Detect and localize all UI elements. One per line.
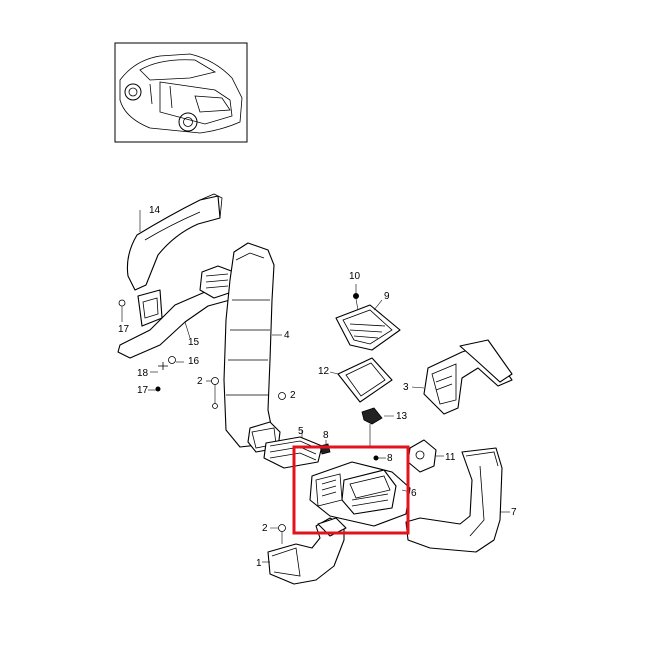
duct-part-15 — [117, 265, 237, 359]
callout-15: 15 — [188, 337, 200, 348]
callout-9: 9 — [384, 291, 390, 302]
callout-2-lower: 2 — [262, 523, 268, 534]
callout-5: 5 — [298, 426, 304, 437]
clip-part-13 — [361, 407, 394, 446]
vent-part-3 — [411, 339, 513, 415]
callout-14: 14 — [149, 205, 161, 216]
callout-1: 1 — [256, 558, 262, 569]
fitting-part-11 — [407, 439, 444, 473]
frame-part-12 — [329, 357, 393, 403]
callout-8-left: 8 — [323, 430, 329, 441]
callout-2-left: 2 — [197, 376, 203, 387]
grille-part-9 — [335, 284, 401, 351]
callout-18: 18 — [137, 368, 149, 379]
control-unit-part-6 — [309, 455, 411, 527]
callout-13: 13 — [396, 411, 408, 422]
highlight-box — [292, 445, 410, 535]
callout-17-upper: 17 — [118, 324, 130, 335]
callout-4: 4 — [284, 330, 290, 341]
fasteners — [118, 299, 286, 544]
callout-6: 6 — [411, 488, 417, 499]
duct-part-7 — [405, 447, 510, 553]
callout-10: 10 — [349, 271, 361, 282]
callout-2-mid: 2 — [290, 390, 296, 401]
duct-part-14 — [126, 193, 223, 291]
callout-labels: 14 17 15 16 18 17 2 4 10 9 12 3 13 2 5 8… — [118, 205, 517, 569]
callout-8-right: 8 — [387, 453, 393, 464]
callout-11: 11 — [445, 452, 456, 463]
vehicle-thumbnail — [114, 42, 248, 143]
callout-16: 16 — [188, 356, 200, 367]
callout-17-lower: 17 — [137, 385, 149, 396]
duct-part-4 — [223, 242, 282, 453]
callout-7: 7 — [511, 507, 517, 518]
callout-3: 3 — [403, 382, 409, 393]
callout-12: 12 — [318, 366, 330, 377]
